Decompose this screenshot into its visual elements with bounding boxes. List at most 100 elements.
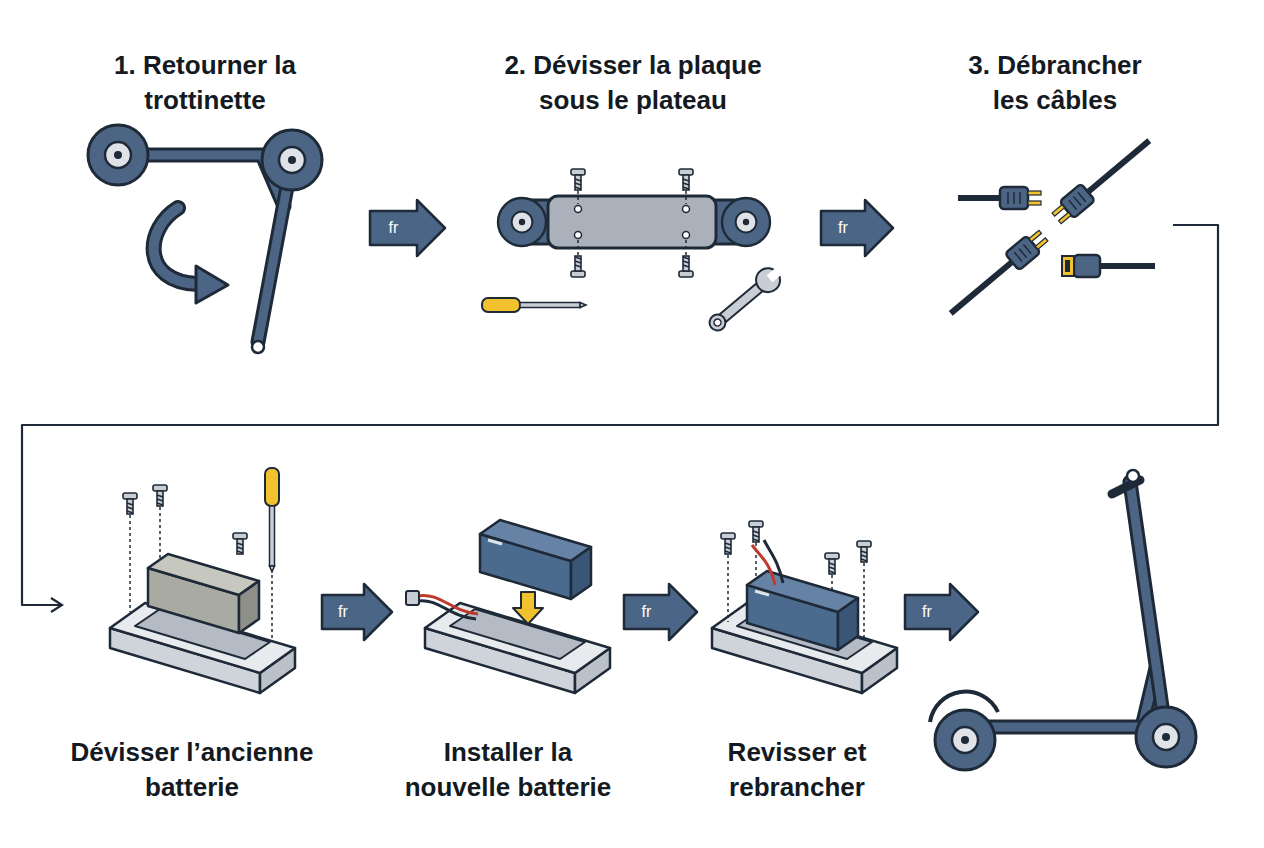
remove-battery-view xyxy=(233,533,247,554)
step-connector xyxy=(22,225,1218,612)
step-connector xyxy=(624,584,697,640)
deck-plate-view xyxy=(578,191,686,255)
deck-plate-view xyxy=(548,196,716,248)
upside-down-scooter xyxy=(262,130,322,190)
arrow-label: fr xyxy=(338,603,348,621)
cable-connectors xyxy=(1088,141,1149,192)
cable-connectors xyxy=(1050,132,1157,227)
cable-connectors xyxy=(944,227,1051,322)
upside-down-scooter xyxy=(88,125,148,185)
step-arrow xyxy=(905,584,978,640)
refit-battery-view xyxy=(747,571,858,650)
step-panel: 3. Débrancher les câbles xyxy=(893,40,1173,330)
install-battery-view xyxy=(480,520,591,599)
wrench-icon xyxy=(706,311,729,334)
deck-plate-view xyxy=(683,232,690,239)
flow-line xyxy=(22,225,1218,605)
refit-battery-view xyxy=(749,521,763,542)
install-battery-view xyxy=(418,601,476,619)
step-arrow xyxy=(624,584,697,640)
arrow-label: fr xyxy=(838,219,848,237)
deck-plate-view xyxy=(482,169,786,337)
wrench-icon xyxy=(713,318,723,328)
step-connector xyxy=(370,200,445,256)
deck-plate-view xyxy=(482,298,586,312)
cable-connectors xyxy=(1062,255,1100,277)
deck-plate-view xyxy=(679,169,693,190)
cable-connectors xyxy=(951,262,1012,313)
refit-battery-view xyxy=(764,540,783,583)
step-panel: Dévisser l’ancienne batterie xyxy=(62,460,322,815)
finished-scooter xyxy=(935,710,995,770)
refit-battery-view xyxy=(712,521,897,693)
refit-battery-view xyxy=(857,541,871,562)
arrow-label: fr xyxy=(922,603,932,621)
finished-scooter xyxy=(962,668,1156,727)
refit-battery-view xyxy=(721,533,735,554)
cable-connectors xyxy=(1005,227,1051,270)
step-title-box: Revisser et rebrancher xyxy=(699,735,895,805)
step-title-box: 3. Débrancher les câbles xyxy=(958,48,1153,118)
step-title: Dévisser l’ancienne batterie xyxy=(64,735,320,805)
deck-plate-view xyxy=(575,206,582,213)
step-title: 1. Retourner la trottinette xyxy=(85,48,325,118)
install-battery-view xyxy=(425,603,610,693)
step-panel: Installer la nouvelle batterie xyxy=(392,460,624,815)
cable-connectors xyxy=(958,195,1000,201)
step-title-box: 2. Dévisser la plaque sous le plateau xyxy=(488,48,778,118)
rotate-arrow xyxy=(154,208,228,303)
step-title-box: 1. Retourner la trottinette xyxy=(85,48,325,118)
step-title: 2. Dévisser la plaque sous le plateau xyxy=(488,48,778,118)
remove-battery-view xyxy=(153,485,167,506)
deck-plate-view xyxy=(571,169,585,190)
finished-scooter xyxy=(962,668,1156,727)
wrench-icon xyxy=(767,268,782,283)
finished-scooter xyxy=(1136,707,1196,767)
step-title: Installer la nouvelle batterie xyxy=(397,735,619,805)
step-arrow xyxy=(322,584,392,640)
step-arrow xyxy=(821,200,893,256)
step-title: Revisser et rebrancher xyxy=(699,735,895,805)
cable-connectors xyxy=(1062,255,1155,277)
refit-battery-view xyxy=(825,553,839,574)
step-arrow xyxy=(370,200,445,256)
remove-battery-view xyxy=(265,468,279,572)
cable-connectors xyxy=(958,187,1041,209)
step-title-box: Dévisser l’ancienne batterie xyxy=(64,735,320,805)
cable-connectors xyxy=(1100,263,1155,269)
cable-connectors xyxy=(1050,184,1096,227)
step-title-box: Installer la nouvelle batterie xyxy=(397,735,619,805)
deck-plate-view xyxy=(722,198,770,246)
finished-scooter xyxy=(1130,482,1166,735)
cable-connectors xyxy=(944,132,1157,322)
wrench-icon xyxy=(704,262,787,337)
step-panel: Revisser et rebrancher xyxy=(697,460,899,815)
finished-scooter xyxy=(930,470,1196,770)
step-panel: 1. Retourner la trottinette xyxy=(40,40,370,355)
install-battery-view xyxy=(406,591,419,605)
finished-scooter xyxy=(1127,470,1139,482)
rotate-arrow xyxy=(196,266,228,303)
down-arrow xyxy=(513,592,543,624)
step-connector xyxy=(821,200,893,256)
install-battery-view xyxy=(406,520,610,693)
finished-scooter xyxy=(1130,482,1166,735)
cable-connectors xyxy=(1000,187,1041,209)
step-connector xyxy=(322,584,392,640)
arrow-label: fr xyxy=(642,603,652,621)
upside-down-scooter xyxy=(88,125,322,353)
remove-battery-view xyxy=(123,493,137,514)
rotate-arrow xyxy=(154,208,198,284)
down-arrow xyxy=(513,592,543,624)
rotate-arrow xyxy=(154,208,198,284)
wrench-icon xyxy=(751,263,785,297)
deck-plate-view xyxy=(498,198,546,246)
deck-plate-view xyxy=(683,206,690,213)
deck-plate-view xyxy=(575,232,582,239)
arrow-label: fr xyxy=(389,219,399,237)
step-panel: 2. Dévisser la plaque sous le plateau xyxy=(445,40,821,340)
deck-plate-view xyxy=(571,256,585,277)
